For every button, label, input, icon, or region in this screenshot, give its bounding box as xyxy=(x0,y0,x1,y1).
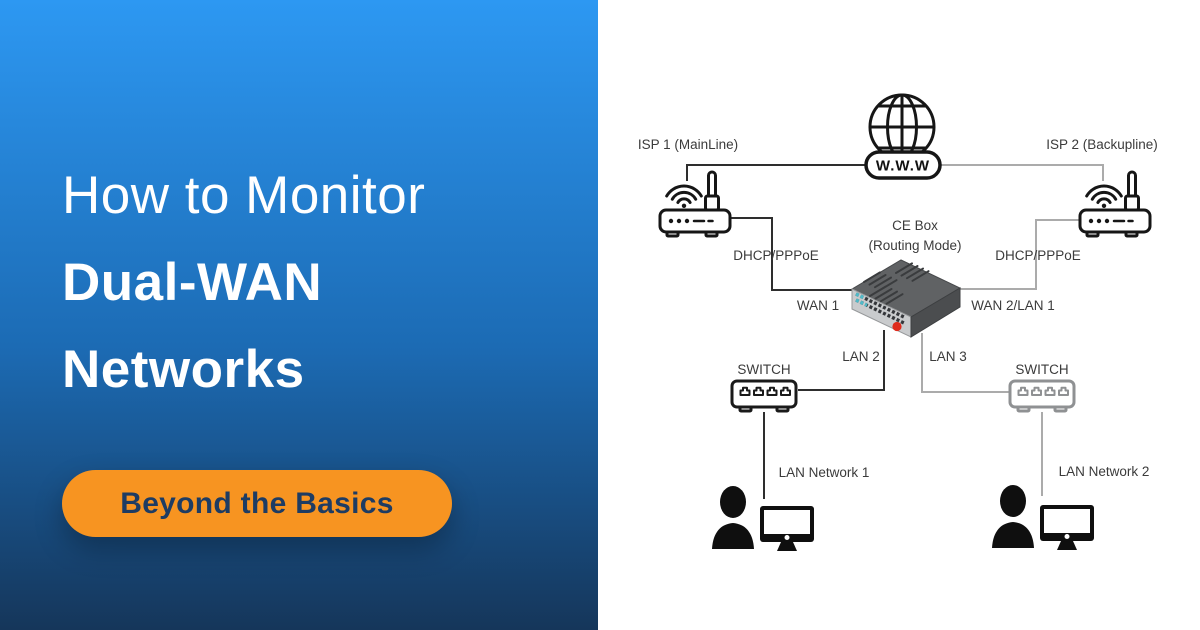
lan-network2-label: LAN Network 2 xyxy=(1059,464,1150,479)
vent-slots xyxy=(863,262,930,305)
isp2-internet-line xyxy=(940,164,1104,181)
diagram-panel: W.W.W xyxy=(598,0,1200,630)
switch2-label: SWITCH xyxy=(1015,362,1068,377)
switch1-label: SWITCH xyxy=(737,362,790,377)
isp1-router-icon xyxy=(658,170,732,238)
network-diagram: W.W.W xyxy=(638,93,1158,551)
ce-box-label-line1: CE Box xyxy=(892,218,938,233)
isp2-router-icon xyxy=(1078,170,1152,238)
port-row-1 xyxy=(855,292,906,320)
lan-network1-label: LAN Network 1 xyxy=(779,465,870,480)
lan2-label: LAN 2 xyxy=(842,349,880,364)
port-row-2 xyxy=(855,298,906,326)
isp1-internet-line xyxy=(686,164,866,181)
wan1-link-line xyxy=(731,217,852,291)
wan2-label: WAN 2/LAN 1 xyxy=(971,298,1055,313)
wan2-link-line xyxy=(960,219,1081,290)
ce-box-device xyxy=(850,259,962,338)
switch1-icon xyxy=(730,379,798,413)
internet-globe-icon xyxy=(864,93,942,180)
wan1-label: WAN 1 xyxy=(797,298,839,313)
power-led xyxy=(892,321,902,332)
lan3-link-line xyxy=(921,333,1009,393)
switch2-icon xyxy=(1008,379,1076,413)
lan2-link-line xyxy=(798,330,885,391)
cta-button[interactable]: Beyond the Basics xyxy=(62,470,452,537)
page-title: How to Monitor Dual-WAN Networks xyxy=(62,152,425,413)
title-line-3: Networks xyxy=(62,340,305,399)
left-panel: How to Monitor Dual-WAN Networks Beyond … xyxy=(0,0,598,630)
title-line-1: How to Monitor xyxy=(62,166,426,225)
isp1-label: ISP 1 (MainLine) xyxy=(638,137,738,152)
title-line-2: Dual-WAN xyxy=(62,253,323,312)
isp2-label: ISP 2 (Backupline) xyxy=(1046,137,1158,152)
ce-box-label-line2: (Routing Mode) xyxy=(868,238,961,253)
www-label: W.W.W xyxy=(876,158,930,175)
uplink-ports-teal xyxy=(855,292,868,307)
lan3-label: LAN 3 xyxy=(929,349,967,364)
dhcp-right-label: DHCP/PPPoE xyxy=(995,248,1081,263)
dhcp-left-label: DHCP/PPPoE xyxy=(733,248,819,263)
